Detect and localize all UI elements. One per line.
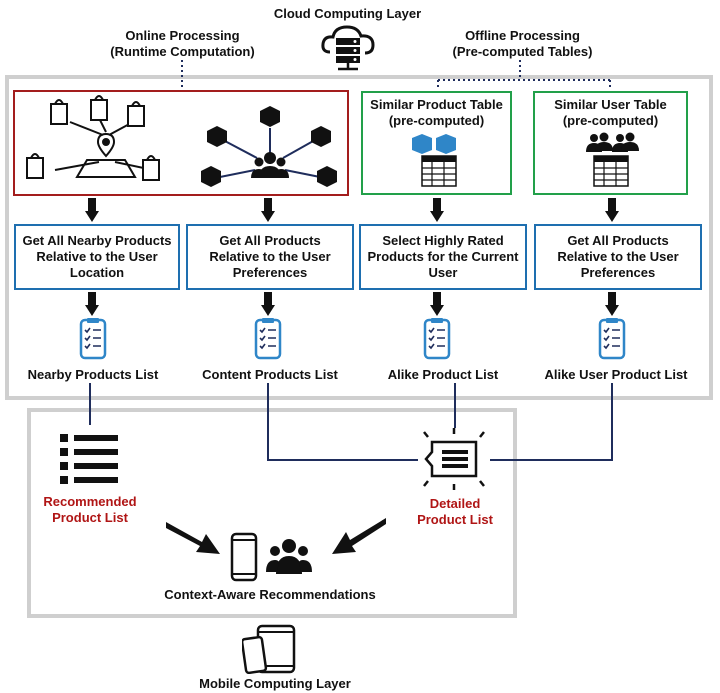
similar-product-table-subtitle: (pre-computed) xyxy=(388,113,485,128)
alike-user-product-list-label: Alike User Product List xyxy=(544,367,688,382)
checklist-icon xyxy=(79,318,107,360)
online-processing-subtitle: (Runtime Computation) xyxy=(110,44,255,59)
similar-user-table-box xyxy=(533,91,688,195)
arrow-diagonal-icon xyxy=(332,518,386,554)
checklist-icon xyxy=(598,318,626,360)
arrow-down-icon xyxy=(430,292,444,316)
arrow-diagonal-icon xyxy=(166,522,220,554)
mobile-layer-frame xyxy=(27,408,517,618)
online-processing-box xyxy=(13,90,349,196)
offline-processing-title: Offline Processing xyxy=(465,28,580,43)
checklist-icon xyxy=(254,318,282,360)
context-aware-recommendations-label: Context-Aware Recommendations xyxy=(164,587,376,602)
similar-user-table-title: Similar User Table xyxy=(554,97,667,112)
mobile-devices-icon xyxy=(242,624,296,674)
arrow-down-icon xyxy=(85,292,99,316)
users-icon xyxy=(266,539,312,574)
step-nearby-products: Get All Nearby Products Relative to the … xyxy=(14,224,180,290)
mobile-layer-title: Mobile Computing Layer xyxy=(199,676,351,691)
arrow-down-icon xyxy=(261,292,275,316)
step-rated-products: Select Highly Rated Products for the Cur… xyxy=(359,224,527,290)
preference-network-icon xyxy=(201,106,337,187)
arrow-down-icon xyxy=(605,198,619,222)
arrow-down-icon xyxy=(605,292,619,316)
recommended-product-list-title: Recommended xyxy=(43,494,137,509)
list-icon xyxy=(60,434,118,484)
nearby-products-map-icon xyxy=(26,95,160,181)
similar-user-table-subtitle: (pre-computed) xyxy=(562,113,659,128)
arrow-down-icon xyxy=(430,198,444,222)
smartphone-icon xyxy=(230,532,258,582)
alike-product-list-label: Alike Product List xyxy=(387,367,499,382)
arrow-down-icon xyxy=(261,198,275,222)
detailed-product-list-subtitle: Product List xyxy=(417,512,493,527)
detailed-product-list-title: Detailed xyxy=(429,496,481,511)
nearby-products-list-label: Nearby Products List xyxy=(27,367,159,382)
similar-product-table-title: Similar Product Table xyxy=(370,97,503,112)
online-processing-title: Online Processing xyxy=(125,28,240,43)
content-products-list-label: Content Products List xyxy=(202,367,338,382)
offline-processing-subtitle: (Pre-computed Tables) xyxy=(452,44,593,59)
recommended-product-list-subtitle: Product List xyxy=(52,510,128,525)
user-table-icon xyxy=(586,132,639,187)
product-table-icon xyxy=(412,134,457,187)
arrow-down-icon xyxy=(85,198,99,222)
detailed-list-icon xyxy=(423,428,485,490)
step-alike-user-products: Get All Products Relative to the User Pr… xyxy=(534,224,702,290)
similar-product-table-box xyxy=(361,91,512,195)
cloud-server-icon xyxy=(321,25,375,71)
checklist-icon xyxy=(423,318,451,360)
cloud-layer-frame xyxy=(5,75,713,400)
step-content-products: Get All Products Relative to the User Pr… xyxy=(186,224,354,290)
cloud-layer-title: Cloud Computing Layer xyxy=(273,6,422,21)
